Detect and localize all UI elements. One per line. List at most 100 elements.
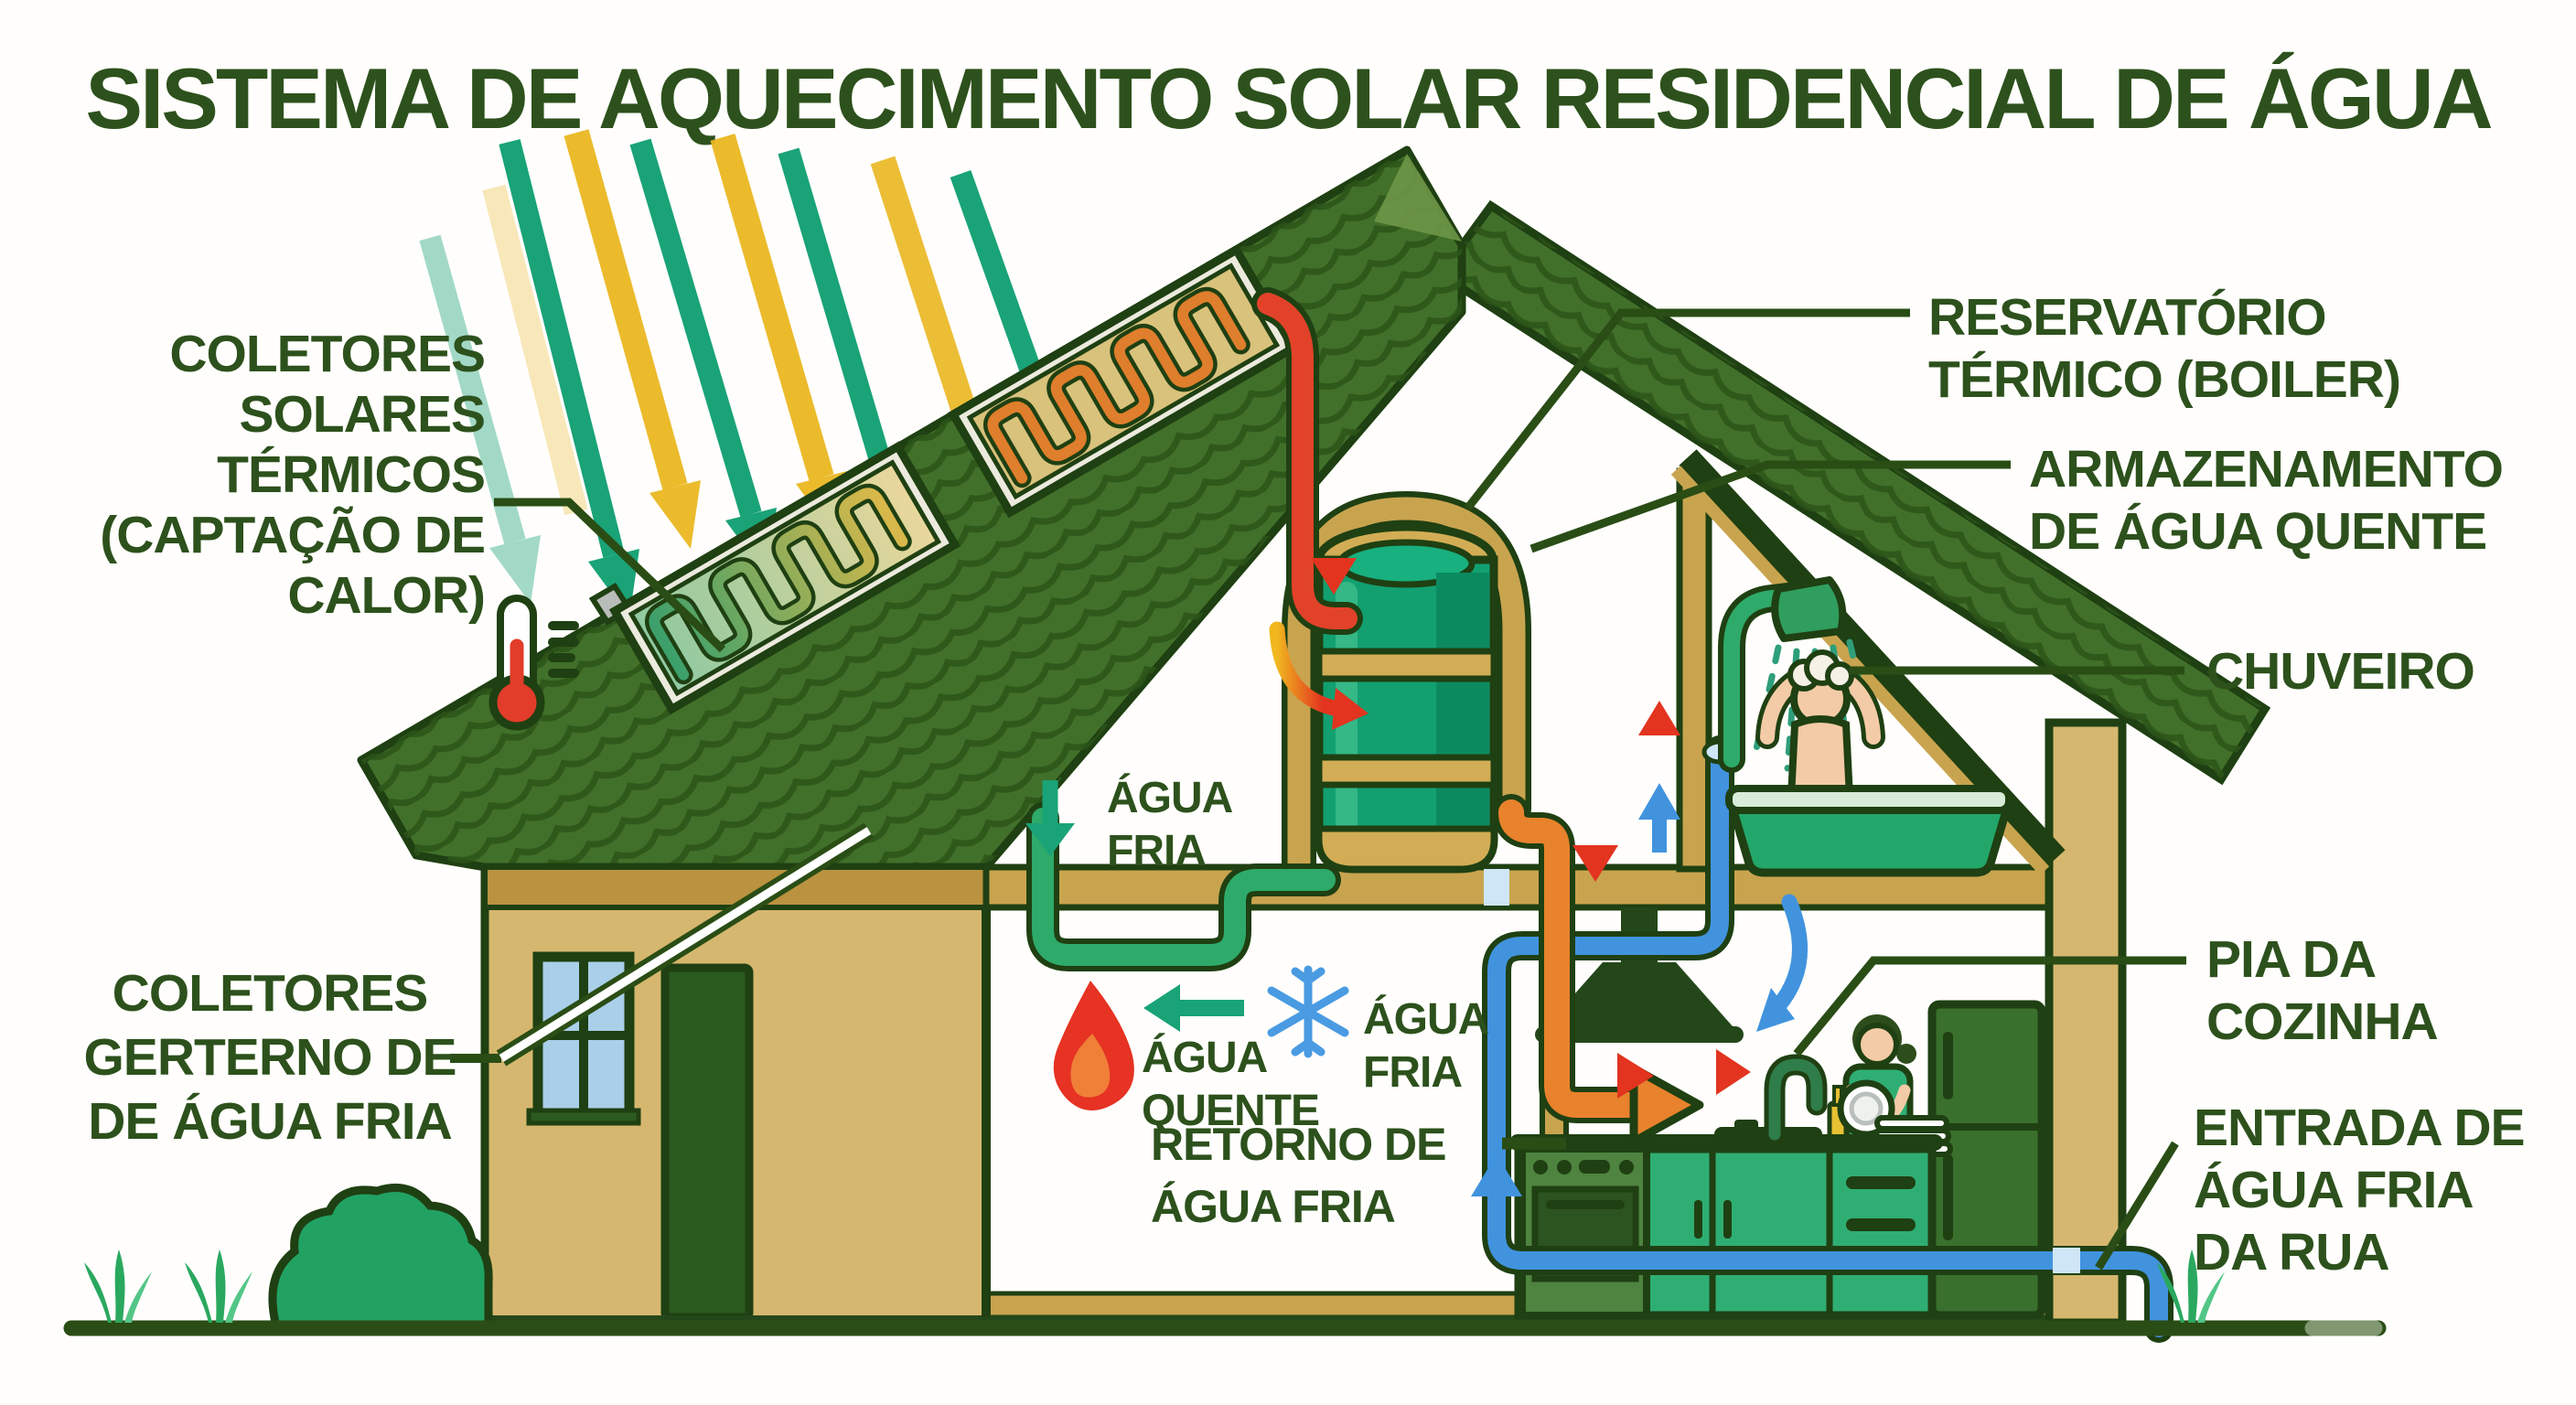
cold-pipe-green <box>1026 802 1341 971</box>
pia-line-2: COZINHA <box>2206 992 2438 1051</box>
label-agua-quente-2: QUENTE <box>1142 1087 1319 1135</box>
right-exterior-wall <box>2045 718 2127 1327</box>
orange-flow-arrowhead <box>1629 1064 1704 1146</box>
coletores-line-4: (CAPTAÇÃO DE <box>100 506 485 564</box>
bathroom-left-wall <box>1676 467 1712 873</box>
label-coletores-gerterno: COLETORES GERTERNO DE DE ÁGUA FRIA <box>83 964 456 1151</box>
roof-right-slope <box>1434 199 2271 786</box>
sun-ray-green-faded <box>419 234 541 604</box>
label-agua-fria-mid-2: FRIA <box>1363 1048 1462 1097</box>
pia-line-1: PIA DA <box>2206 930 2376 989</box>
bathtub-rim <box>1725 785 2012 814</box>
gerterno-line-3: DE ÁGUA FRIA <box>88 1092 452 1151</box>
red-down-arrow-boiler <box>1311 509 1357 595</box>
tank-band-2 <box>1315 754 1497 788</box>
label-retorno-2: ÁGUA FRIA <box>1151 1181 1395 1232</box>
inline-labels: ÁGUA FRIA ÁGUA QUENTE ÁGUA FRIA RETORNO … <box>1107 773 1566 1232</box>
tank-band-1 <box>1315 648 1497 682</box>
bathroom <box>1718 576 2012 1032</box>
person-showering <box>1755 649 1885 801</box>
hot-inlet-pipe-red <box>1251 287 1363 635</box>
grass-tuft <box>185 1249 252 1323</box>
flame-icon <box>1053 981 1134 1111</box>
thermometer-scale-ticks <box>548 621 579 678</box>
label-coletores-solares: COLETORES SOLARES TÉRMICOS (CAPTAÇÃO DE … <box>100 325 486 625</box>
armazenamento-line-2: DE ÁGUA QUENTE <box>2029 502 2486 561</box>
tank-base-band <box>1315 825 1497 873</box>
kitchen <box>1509 907 2046 1320</box>
coletores-line-1: COLETORES <box>169 325 485 383</box>
label-pia-cozinha: PIA DA COZINHA <box>2206 930 2439 1051</box>
label-reservatorio: RESERVATÓRIO TÉRMICO (BOILER) <box>1928 288 2401 409</box>
red-curved-arrow-boiler <box>1269 621 1368 730</box>
pointer-lines <box>450 308 2186 1271</box>
green-left-arrow <box>1143 984 1244 1032</box>
solar-collector-panel-2 <box>947 244 1300 519</box>
label-armazenamento: ARMAZENAMENTO DE ÁGUA QUENTE <box>2029 440 2504 561</box>
facade-fascia <box>482 864 989 910</box>
reservatorio-line-1: RESERVATÓRIO <box>1928 288 2326 347</box>
entrada-line-1: ENTRADA DE <box>2194 1099 2525 1157</box>
pipes <box>1026 287 2174 1343</box>
label-entrada-rua: ENTRADA DE ÁGUA FRIA DA RUA <box>2194 1099 2526 1282</box>
kitchen-faucet <box>1734 1054 1828 1145</box>
blue-up-arrow-bathroom <box>1638 783 1680 853</box>
coletores-line-2: SOLARES <box>239 385 485 444</box>
snowflake-icon <box>1267 965 1349 1058</box>
pipe-sleeve-floor <box>1484 869 1509 906</box>
sun-ray-gold-1 <box>564 129 701 549</box>
sun-ray-gold-faded <box>482 184 588 516</box>
house-facade <box>480 863 991 1327</box>
pointer-pia-cozinha <box>1793 956 2186 1056</box>
blue-up-arrow-return <box>1471 1154 1522 1244</box>
label-retorno-1: RETORNO DE <box>1151 1119 1445 1170</box>
reservatorio-line-2: TÉRMICO (BOILER) <box>1928 350 2400 409</box>
refrigerator-handle-top <box>1943 1032 1953 1099</box>
pipe-sleeve-wall <box>2053 1248 2080 1273</box>
grass-tuft <box>84 1249 152 1323</box>
cabinet-handle-2 <box>1723 1200 1732 1239</box>
green-down-arrow <box>1025 780 1075 856</box>
red-right-arrow-1 <box>1580 1053 1654 1099</box>
pointer-reservatorio <box>1464 308 1910 511</box>
thermometer-icon <box>488 595 579 731</box>
armazenamento-line-1: ARMAZENAMENTO <box>2029 440 2503 499</box>
entrada-line-2: ÁGUA FRIA <box>2194 1161 2474 1219</box>
hot-outlet-pipe-orange <box>1493 794 1704 1146</box>
red-right-arrow-2 <box>1680 1049 1751 1095</box>
label-chuveiro: CHUVEIRO <box>2206 642 2474 701</box>
label-agua-fria-mid-1: ÁGUA <box>1363 994 1489 1044</box>
red-up-arrow-bathroom <box>1638 701 1680 770</box>
bathtub <box>1725 785 2012 877</box>
flow-arrows <box>1025 509 1751 1244</box>
woman-head <box>1855 1023 1899 1067</box>
shampoo-foam <box>1787 649 1854 692</box>
label-agua-fria-attic-1: ÁGUA <box>1107 773 1233 822</box>
pointer-entrada-rua <box>2095 1141 2179 1271</box>
woman-hair-bun <box>1896 1044 1916 1064</box>
ground-and-plants <box>63 1183 2387 1336</box>
gerterno-line-2: GERTERNO DE <box>83 1028 456 1087</box>
label-agua-quente-1: ÁGUA <box>1142 1033 1268 1082</box>
pointer-coletores-gerterno <box>450 822 875 1067</box>
kitchen-counter <box>1509 1134 1943 1320</box>
roof-peak-highlight <box>1374 154 1462 241</box>
pointer-armazenamento <box>1530 460 2011 553</box>
stove-knobs <box>1533 1160 1634 1174</box>
drain-flow-arrow-blue <box>1756 894 1809 1032</box>
pointer-coletores-solares <box>494 498 726 653</box>
page-title: SISTEMA DE AQUECIMENTO SOLAR RESIDENCIAL… <box>85 50 2491 146</box>
coletores-line-5: CALOR) <box>287 566 485 625</box>
window-sill <box>526 1108 641 1126</box>
cabinet-handle-1 <box>1694 1200 1702 1239</box>
shower-head-icon <box>1718 576 1847 773</box>
coletores-line-3: TÉRMICOS <box>217 445 485 504</box>
refrigerator-handle-bottom <box>1943 1154 1953 1240</box>
entrada-line-3: DA RUA <box>2194 1223 2389 1282</box>
outer-labels: COLETORES SOLARES TÉRMICOS (CAPTAÇÃO DE … <box>83 288 2526 1282</box>
label-agua-fria-attic-2: FRIA <box>1107 827 1206 875</box>
bush <box>268 1183 493 1331</box>
facade-door <box>660 963 754 1322</box>
